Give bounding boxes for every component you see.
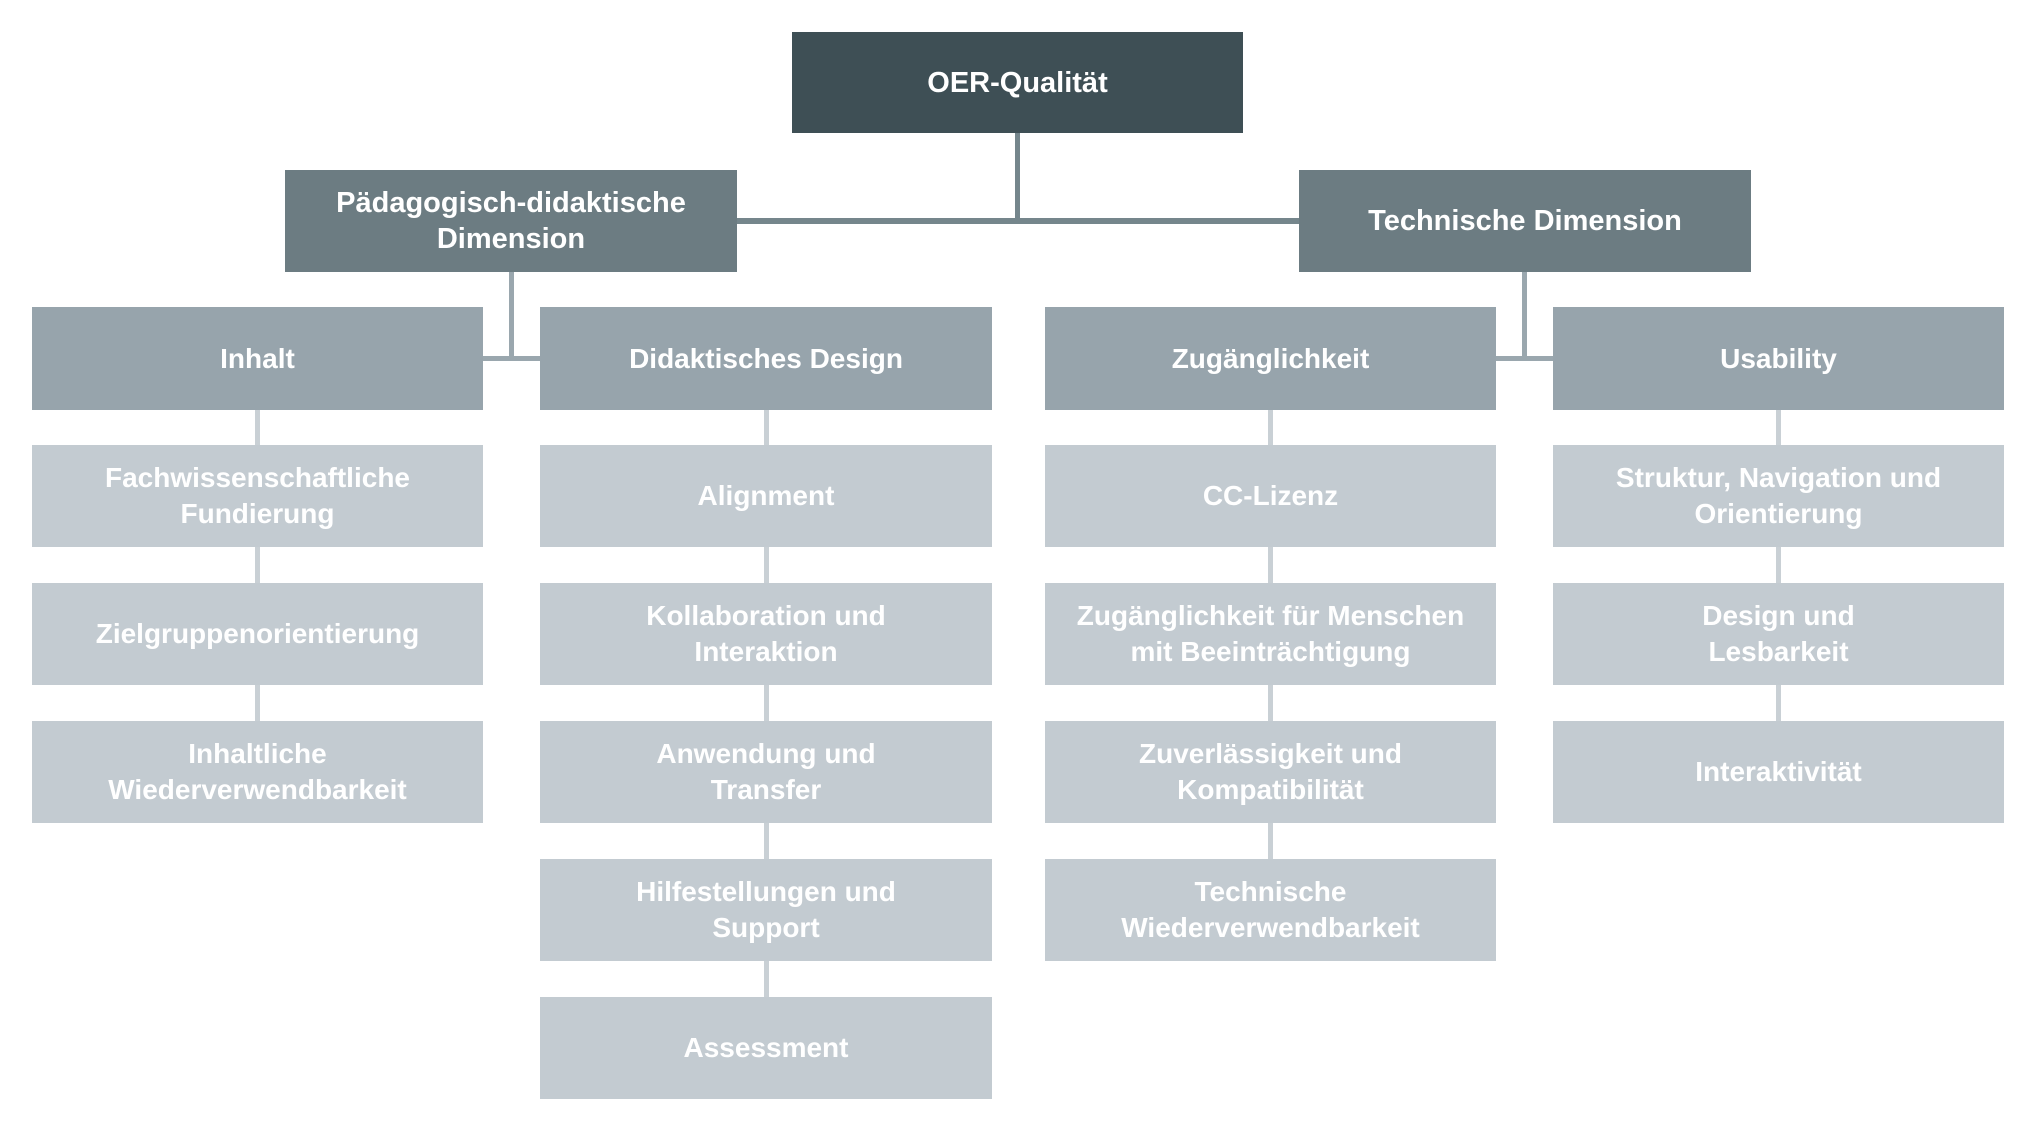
- connector-col3-gap4: [1268, 823, 1273, 859]
- node-technische-dimension: Technische Dimension: [1299, 170, 1751, 272]
- connector-col1-gap1: [255, 410, 260, 445]
- node-inhaltliche-wiederverwendbarkeit: Inhaltliche Wiederverwendbarkeit: [32, 721, 483, 823]
- node-inhalt: Inhalt: [32, 307, 483, 410]
- connector-zugaenglichkeit-usability-hline: [1496, 356, 1553, 361]
- node-fachwissenschaftliche-fundierung: Fachwissenschaftliche Fundierung: [32, 445, 483, 547]
- node-anwendung-und-transfer: Anwendung und Transfer: [540, 721, 992, 823]
- connector-paedagogisch-stub: [509, 272, 514, 361]
- connector-root-stub: [1015, 133, 1020, 222]
- node-interaktivitaet: Interaktivität: [1553, 721, 2004, 823]
- node-struktur-navigation-orientierung: Struktur, Navigation und Orientierung: [1553, 445, 2004, 547]
- connector-inhalt-didaktisches-hline: [483, 356, 540, 361]
- node-oer-qualitaet: OER-Qualität: [792, 32, 1243, 133]
- node-kollaboration-und-interaktion: Kollaboration und Interaktion: [540, 583, 992, 685]
- connector-col2-gap1: [764, 410, 769, 445]
- connector-col4-gap2: [1776, 547, 1781, 583]
- connector-col3-gap2: [1268, 547, 1273, 583]
- connector-col1-gap2: [255, 547, 260, 583]
- connector-col2-gap3: [764, 685, 769, 721]
- node-zugaenglichkeit: Zugänglichkeit: [1045, 307, 1496, 410]
- node-zuverlaessigkeit-und-kompatibilitaet: Zuverlässigkeit und Kompatibilität: [1045, 721, 1496, 823]
- connector-dimensions-hline: [737, 218, 1299, 224]
- node-assessment: Assessment: [540, 997, 992, 1099]
- node-paedagogisch-didaktische-dimension: Pädagogisch-didaktische Dimension: [285, 170, 737, 272]
- connector-col2-gap5: [764, 961, 769, 997]
- node-didaktisches-design: Didaktisches Design: [540, 307, 992, 410]
- connector-col2-gap4: [764, 823, 769, 859]
- connector-col3-gap1: [1268, 410, 1273, 445]
- connector-col3-gap3: [1268, 685, 1273, 721]
- node-technische-wiederverwendbarkeit: Technische Wiederverwendbarkeit: [1045, 859, 1496, 961]
- node-zielgruppenorientierung: Zielgruppenorientierung: [32, 583, 483, 685]
- node-usability: Usability: [1553, 307, 2004, 410]
- node-hilfestellungen-und-support: Hilfestellungen und Support: [540, 859, 992, 961]
- node-alignment: Alignment: [540, 445, 992, 547]
- connector-col4-gap3: [1776, 685, 1781, 721]
- connector-col2-gap2: [764, 547, 769, 583]
- connector-col1-gap3: [255, 685, 260, 721]
- connector-technische-stub: [1522, 272, 1527, 361]
- node-cc-lizenz: CC-Lizenz: [1045, 445, 1496, 547]
- node-design-und-lesbarkeit: Design und Lesbarkeit: [1553, 583, 2004, 685]
- node-zugaenglichkeit-fuer-menschen: Zugänglichkeit für Menschen mit Beeinträ…: [1045, 583, 1496, 685]
- connector-col4-gap1: [1776, 410, 1781, 445]
